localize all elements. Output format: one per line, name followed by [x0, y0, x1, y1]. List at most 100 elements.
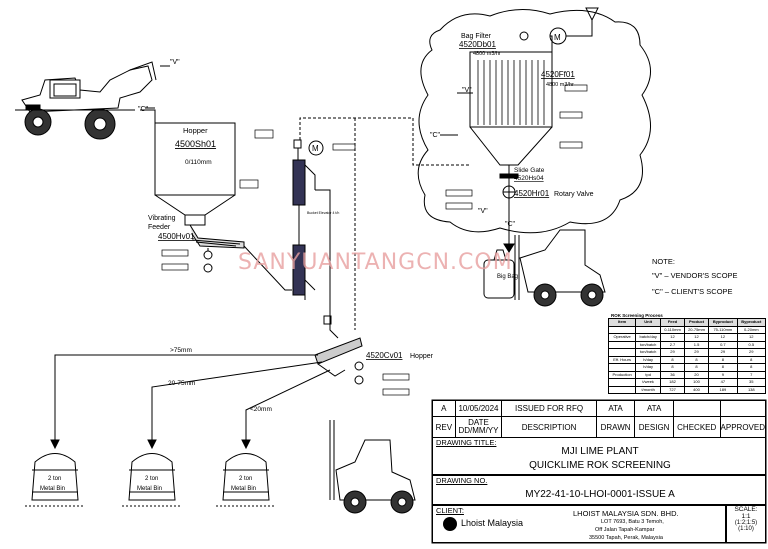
rok-header-cell: Byproduct	[736, 318, 767, 327]
wheel-loader-icon	[15, 61, 157, 140]
bag-filter-flow: 4800 m3/hr	[473, 51, 501, 57]
rok-table-cell: 8	[736, 355, 767, 364]
rok-table-cell: t/week	[635, 378, 662, 387]
scale-box: SCALE: 1:1 (1:2;1:5) (1:10)	[726, 505, 766, 543]
client-logo-text: Lhoist Malaysia	[461, 518, 524, 528]
rotary-valve-tag: 4520Hr01	[514, 189, 550, 198]
rok-table-cell: 1.5	[683, 340, 710, 349]
rok-table-cell: 9	[708, 370, 738, 379]
scope-v-label-2: "V"	[462, 87, 472, 94]
date-header: DATE DD/MM/YY	[454, 416, 503, 438]
screen-tag: 4520Cv01	[366, 351, 403, 360]
rok-table-cell: 8	[683, 355, 710, 364]
client-address-2: Off Jalan Tapah-Kampar	[595, 527, 655, 533]
hopper-size: 0/110mm	[185, 159, 212, 166]
rok-table-cell: 12	[683, 333, 710, 342]
scope-c-label-1: "C"	[138, 106, 149, 113]
scale-value-3: (1:10)	[738, 526, 754, 532]
rok-table-cell: Production	[607, 370, 637, 379]
vendor-scope-cloud	[417, 9, 651, 234]
rok-table-cell: 8	[683, 363, 710, 372]
drawn-header: DRAWN	[595, 416, 636, 438]
drawing-title-box: DRAWING TITLE: MJI LIME PLANT QUICKLIME …	[432, 437, 766, 475]
forklift-icon	[329, 420, 416, 514]
instrument-tags	[161, 84, 588, 396]
bag-filter-4520db01	[469, 7, 599, 215]
description-value: ISSUED FOR RFQ	[501, 400, 597, 417]
rok-table-cell: t/month	[635, 385, 662, 394]
rok-subheader-cell: 20-75mm	[683, 325, 710, 334]
rok-table-cell: 189	[708, 385, 738, 394]
drawn-value: ATA	[595, 400, 636, 417]
rok-table-cell: 182	[660, 378, 685, 387]
bin-1-label: Metal Bin	[40, 486, 65, 492]
hopper-title: Hopper	[183, 126, 208, 135]
approved-value	[719, 400, 767, 417]
client-name: LHOIST MALAYSIA SDN. BHD.	[573, 509, 679, 518]
note-client-scope: "C" – CLIENT'S SCOPE	[652, 287, 733, 296]
approved-header: APPROVED	[719, 416, 767, 438]
rok-table-cell: 0.7	[708, 340, 738, 349]
rok-subheader-cell: 0-110mm	[660, 325, 685, 334]
scale-value-1: 1:1	[741, 513, 751, 520]
rok-subheader-row: 0-110mm 20-75mm 75-110mm 0-20mm	[607, 325, 767, 334]
rok-header-row: Item Unit Feed Product Byproduct Byprodu…	[607, 318, 767, 327]
rok-table-cell: 100	[683, 378, 710, 387]
slide-gate-label: Slide Gate	[514, 167, 545, 174]
rok-subheader-cell	[607, 325, 637, 334]
lhoist-logo-icon	[443, 517, 457, 531]
drawing-number-box: DRAWING NO. MY22-41-10-LHOI-0001-ISSUE A	[432, 475, 766, 505]
vibrating-feeder	[189, 224, 245, 273]
scope-v-label-3: "V"	[478, 208, 488, 215]
rok-subheader-cell: 75-110mm	[708, 325, 738, 334]
drawing-title-line-1: MJI LIME PLANT	[561, 446, 639, 457]
rok-table-cell	[607, 385, 637, 394]
forklift-big-bag-icon	[483, 215, 606, 307]
feeder-label-2: Feeder	[148, 224, 171, 231]
scope-v-label-1: "V"	[170, 59, 180, 66]
bag-filter-tag: 4520Db01	[459, 40, 496, 49]
rok-subheader-cell: 0-20mm	[736, 325, 767, 334]
bin-2-label: Metal Bin	[137, 486, 162, 492]
watermark: SANYUANTANGCN.COM	[238, 250, 513, 275]
rok-table-cell: 12	[708, 333, 738, 342]
rok-table-cell: h/day	[635, 363, 662, 372]
rok-table-cell	[607, 363, 637, 372]
notes-title: NOTE:	[652, 257, 675, 266]
rok-table-cell: 12	[736, 333, 767, 342]
date-value: 10/05/2024	[454, 400, 503, 417]
metal-bin-1	[25, 453, 85, 507]
rok-table-cell: h/day	[635, 355, 662, 364]
drawing-title-line-2: QUICKLIME ROK SCREENING	[529, 460, 671, 471]
fan-tag: 4520Ff01	[541, 70, 575, 79]
revision-header-row: REV DATE DD/MM/YY DESCRIPTION DRAWN DESI…	[432, 416, 767, 438]
rok-table-cell: tpd	[635, 370, 662, 379]
big-bag-label: Big Bag	[497, 274, 518, 280]
rok-subheader-cell	[635, 325, 662, 334]
description-header: DESCRIPTION	[501, 416, 597, 438]
rok-table-cell: ton/batch	[635, 348, 662, 357]
revision-row: A 10/05/2024 ISSUED FOR RFQ ATA ATA	[432, 400, 767, 417]
drawing-no-label: DRAWING NO.	[436, 476, 488, 485]
fan-motor-symbol: M	[554, 33, 561, 42]
rok-table-cell: 727	[660, 385, 685, 394]
design-header: DESIGN	[634, 416, 674, 438]
size-20-75-label: 20-75mm	[168, 380, 195, 387]
client-address-3: 35500 Tapah, Perak, Malaysia	[589, 535, 663, 541]
drawing-number: MY22-41-10-LHOI-0001-ISSUE A	[525, 489, 675, 500]
rok-table-cell: 138	[736, 385, 767, 394]
bucket-elevator	[243, 139, 332, 325]
bin-3-capacity: 2 ton	[239, 476, 252, 482]
rok-header-cell: Byproduct	[708, 318, 738, 327]
rok-table-cell: 29	[708, 348, 738, 357]
client-address-1: LOT 7693, Batu 3 Temoh,	[601, 519, 664, 525]
drawing-title-label: DRAWING TITLE:	[436, 438, 497, 447]
metal-bin-3	[216, 453, 276, 507]
feeder-tag: 4500Hv01	[158, 232, 195, 241]
